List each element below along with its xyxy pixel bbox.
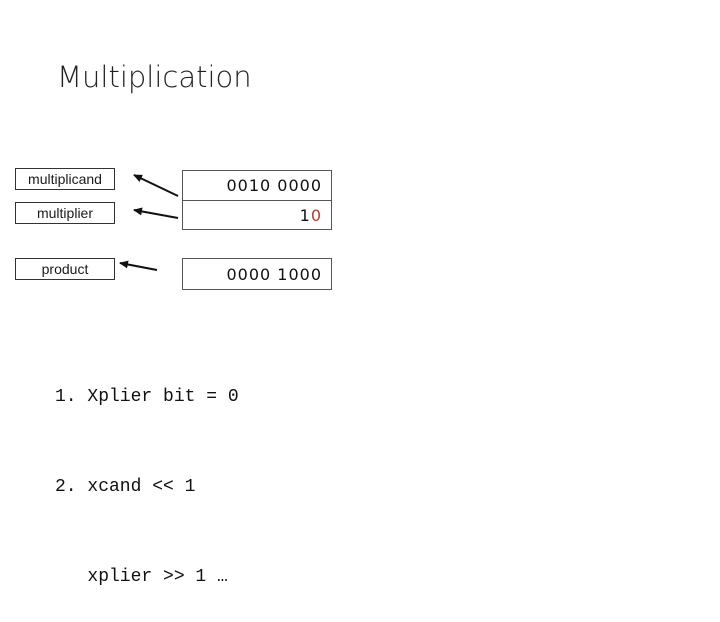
step-list: 1. Xplier bit = 0 2. xcand << 1 xplier >… (55, 322, 239, 622)
step-2: 2. xcand << 1 (55, 477, 196, 497)
connector-arrows (119, 174, 179, 271)
multiplier-value-lsb: 0 (310, 205, 322, 225)
step-2-continued: xplier >> 1 … (55, 567, 228, 587)
multiplicand-value: 0010 0000 (226, 176, 322, 195)
product-register: 0000 1000 (182, 258, 332, 290)
multiplier-value-prefix: 1 (299, 205, 311, 225)
slide-title: Multiplication (57, 60, 252, 94)
step-1: 1. Xplier bit = 0 (55, 387, 239, 407)
product-label: product (15, 258, 115, 280)
multiplier-arrow (133, 207, 179, 219)
product-arrow (119, 260, 158, 271)
multiplicand-label: multiplicand (15, 168, 115, 190)
product-value: 0000 1000 (226, 264, 322, 284)
multiplicand-register: 0010 0000 (183, 171, 331, 201)
multiplicand-arrow (133, 174, 179, 197)
multiplier-label: multiplier (15, 202, 115, 224)
